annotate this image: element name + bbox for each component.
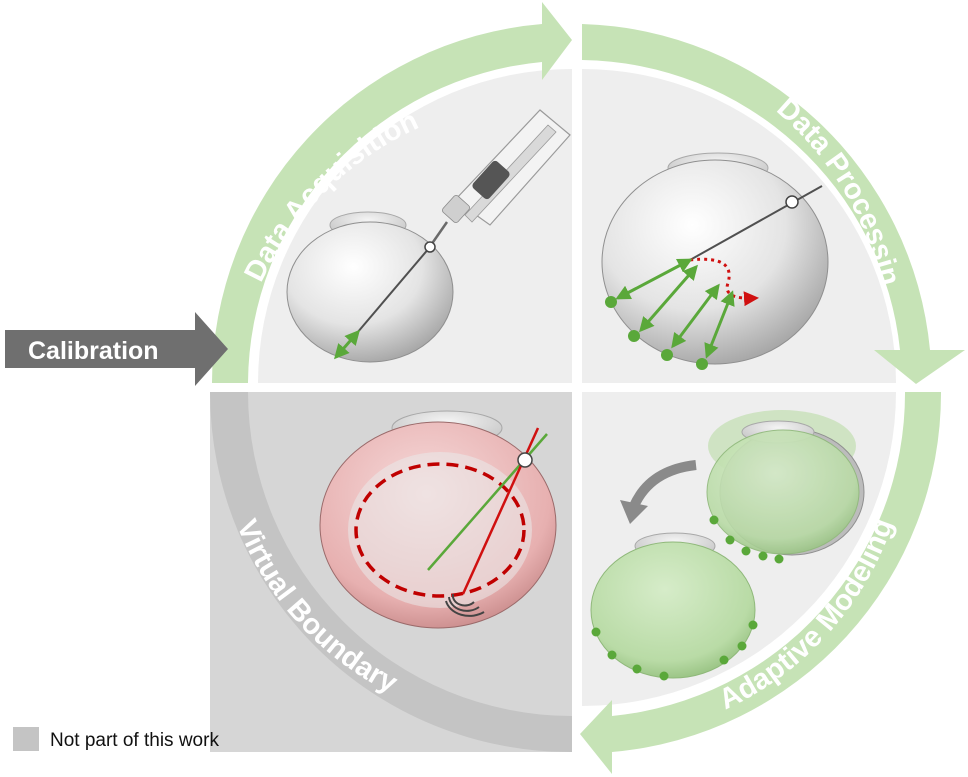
- legend-swatch: [13, 727, 39, 751]
- legend-label: Not part of this work: [50, 730, 219, 751]
- modeling-illustration: [590, 410, 865, 681]
- arrow-data-processing: [582, 24, 965, 384]
- arrow-data-acquisition: [211, 2, 572, 383]
- arrow-adaptive-modeling: [580, 392, 942, 774]
- needle-driver-device: [429, 109, 571, 246]
- boundary-illustration: [319, 410, 557, 629]
- arrow-virtual-boundary: [209, 392, 572, 753]
- processing-illustration: [601, 152, 829, 370]
- acquisition-illustration: [286, 109, 571, 363]
- calibration-label: Calibration: [28, 337, 159, 365]
- legend: Not part of this work: [13, 727, 219, 751]
- calibration-arrow: [5, 312, 228, 386]
